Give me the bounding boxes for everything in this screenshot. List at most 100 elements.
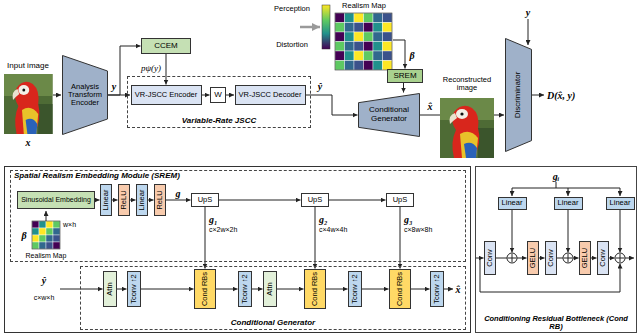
- connector-arrow: [326, 289, 348, 290]
- node-label: Linear: [138, 190, 146, 211]
- math-symbol: gᵢ: [553, 171, 560, 182]
- layer-box: Cond RBs: [194, 269, 216, 309]
- input-image: [4, 74, 53, 134]
- layer-box: Linear: [136, 184, 148, 216]
- layer-box: UpS: [386, 193, 414, 207]
- map-cell: [354, 32, 364, 42]
- node-label: VR-JSCC Encoder: [135, 91, 198, 99]
- map-cell: [364, 51, 374, 61]
- node-label: Attn: [106, 282, 114, 295]
- layer-box: GELU: [527, 241, 539, 275]
- layer-box: GELU: [579, 241, 591, 275]
- connector-arrow: [252, 289, 263, 290]
- node-label: Sinusoidal Embedding: [21, 196, 91, 204]
- process-box: CCEM: [141, 38, 191, 54]
- group-title: Conditioning Residual Bottleneck (Cond R…: [478, 315, 634, 332]
- connector-arrow: [112, 200, 118, 201]
- map-cell: [354, 23, 364, 33]
- connector-arrow: [148, 200, 154, 201]
- node-label: Linear: [102, 190, 110, 211]
- process-box: SREM: [387, 69, 423, 83]
- layer-box: Tconv ↑2: [348, 271, 362, 307]
- use-part: [4, 74, 53, 134]
- connector-arrow: [117, 289, 127, 290]
- math-symbol: ŷ: [42, 275, 46, 286]
- connector-arrow: [166, 200, 191, 201]
- layer-box: UpS: [191, 193, 219, 207]
- connector-arrow: [306, 95, 358, 115]
- map-cell: [46, 221, 53, 228]
- map-cell: [373, 23, 383, 33]
- output-arrow: [444, 289, 453, 290]
- node-label: Conv: [547, 249, 555, 267]
- node-label: ReLU: [156, 190, 164, 209]
- condition-wire: [512, 188, 513, 196]
- condition-wire: [512, 210, 513, 253]
- map-cell: [335, 42, 345, 52]
- map-cell: [383, 23, 393, 33]
- node-label: CCEM: [154, 42, 178, 51]
- map-cell: [345, 23, 355, 33]
- input-arrow: [60, 289, 103, 290]
- dimension-label: w×h: [63, 221, 76, 229]
- output-arrow: [625, 258, 634, 259]
- layer-box: ReLU: [154, 184, 166, 216]
- math-symbol: g₂: [319, 214, 328, 225]
- image-caption: Reconstructed image: [436, 76, 498, 93]
- connector-arrow: [277, 289, 304, 290]
- process-box: VR-JSCC Encoder: [131, 85, 202, 105]
- map-cell: [32, 242, 39, 249]
- dimension-label: c×8w×8h: [404, 226, 432, 234]
- map-cell: [39, 235, 46, 242]
- condition-arrow: [528, 19, 529, 45]
- edge-label: pψ(y): [140, 64, 162, 74]
- map-cell: [335, 23, 345, 33]
- map-cell: [364, 42, 374, 52]
- node-outline: [505, 39, 531, 152]
- beta-arrow: [393, 40, 405, 69]
- layer-box: Tconv ↑2: [127, 271, 141, 307]
- layer-box: Conv: [545, 241, 557, 275]
- layer-box: Cond RBs: [389, 269, 411, 309]
- node-label: GELU: [529, 248, 537, 268]
- realism-map-grid: [335, 13, 392, 70]
- connector-arrow: [141, 289, 194, 290]
- node-label: Analysis Transform Encoder: [65, 83, 105, 108]
- map-cell: [345, 61, 355, 71]
- node-label: Discriminator: [514, 72, 523, 119]
- discriminator-trapezoid: Discriminator: [505, 38, 532, 152]
- layer-box: Conv: [597, 241, 609, 275]
- map-cell: [32, 228, 39, 235]
- connector-arrow: [216, 289, 238, 290]
- panel-frame: [5, 167, 471, 333]
- module-panel: Conditioning Residual Bottleneck (Cond R…: [475, 166, 637, 333]
- sum-symbol: [615, 253, 625, 263]
- node-label: UpS: [393, 196, 408, 204]
- map-cell: [39, 221, 46, 228]
- node-label: Tconv ↑2: [351, 274, 359, 304]
- reconstructed-image: [440, 98, 494, 158]
- math-symbol: β: [409, 50, 414, 61]
- node-outline: [63, 56, 108, 135]
- layer-box: Cond RBs: [304, 269, 326, 309]
- module-group: Conditional GeneratorAttnTconv ↑2Cond RB…: [80, 266, 466, 330]
- condition-wire: [568, 210, 569, 253]
- connector-arrow: [539, 258, 545, 259]
- realism-map-grid: [32, 221, 60, 249]
- math-symbol: D(x̂, y): [547, 90, 575, 101]
- realism-map-frame: [335, 13, 392, 70]
- node-label: Conv: [599, 249, 607, 267]
- path-part: [508, 254, 516, 262]
- connector-arrow: [329, 200, 386, 201]
- connector-arrow: [219, 200, 301, 201]
- layer-box: UpS: [301, 193, 329, 207]
- connector-arrow: [166, 54, 167, 85]
- connector-arrow: [130, 200, 136, 201]
- node-label: Conv: [486, 249, 494, 267]
- map-cell: [373, 51, 383, 61]
- map-cell: [46, 235, 53, 242]
- map-cell: [383, 42, 393, 52]
- scale-pointer: [300, 26, 320, 29]
- connector-arrow: [95, 200, 100, 201]
